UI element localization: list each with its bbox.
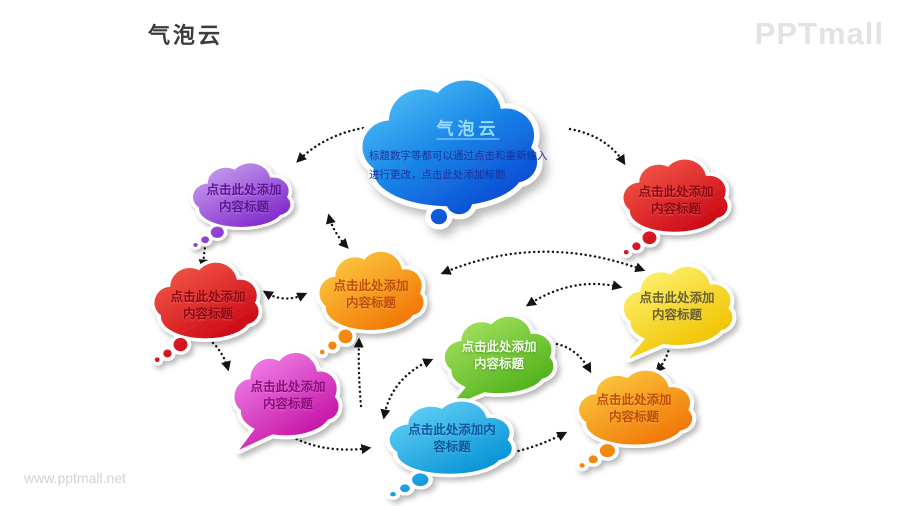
cloud-main-blue[interactable] — [362, 80, 537, 224]
arrow-orange-yellow — [440, 250, 646, 275]
cloud-orange-bottom[interactable] — [579, 371, 692, 468]
watermark-url: www.pptmall.net — [24, 470, 126, 486]
arrow-redleft-orange — [262, 290, 308, 302]
arrow-cyan-to-orangebottom — [512, 431, 568, 454]
connector-arrows — [198, 124, 672, 455]
arrow-green-to-orangebottom — [555, 342, 592, 374]
arrow-green-yellow — [525, 280, 623, 307]
cloud-magenta[interactable] — [234, 353, 338, 450]
cloud-green-center[interactable] — [445, 317, 554, 407]
cloud-cyan-bottom[interactable] — [390, 402, 512, 497]
arrow-purple-to-redleft — [198, 237, 209, 270]
arrow-main-to-redright — [568, 127, 626, 166]
cloud-red-top-right[interactable] — [623, 160, 727, 255]
cloud-purple[interactable] — [193, 163, 290, 247]
arrow-orange-main — [325, 213, 349, 249]
arrow-yellow-to-orangebottom — [655, 340, 672, 373]
cloud-orange-center[interactable] — [319, 252, 423, 355]
pptmall-logo: PPTmall — [754, 16, 884, 51]
arrow-magenta-to-cyan — [260, 413, 372, 455]
cloud-yellow-right[interactable] — [624, 267, 733, 359]
page-title: 气泡云 — [148, 23, 224, 48]
arrow-cyan-to-orange — [353, 337, 364, 408]
cloud-red-left[interactable] — [154, 263, 258, 362]
arrow-cyan-green — [380, 358, 434, 420]
